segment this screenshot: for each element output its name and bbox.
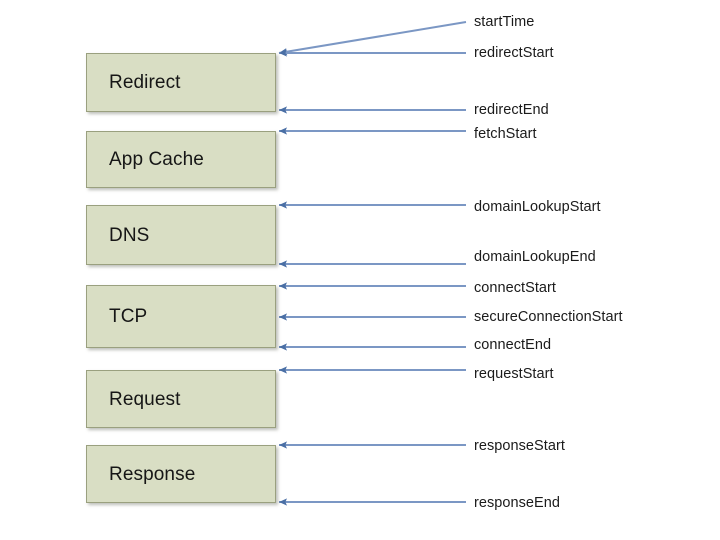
phase-label-dns: DNS [109, 224, 150, 246]
phase-box-response[interactable]: Response [86, 445, 276, 503]
event-label-response-start: responseStart [474, 438, 565, 454]
event-label-redirect-start: redirectStart [474, 45, 554, 61]
phase-box-tcp[interactable]: TCP [86, 285, 276, 348]
event-label-secure-connection-start: secureConnectionStart [474, 309, 623, 325]
phase-label-request: Request [109, 388, 181, 410]
phase-label-app-cache: App Cache [109, 149, 204, 170]
event-label-start-time: startTime [474, 14, 535, 30]
phase-box-app-cache[interactable]: App Cache [86, 131, 276, 188]
event-label-connect-start: connectStart [474, 280, 557, 296]
phase-label-tcp: TCP [109, 306, 148, 327]
phase-box-request[interactable]: Request [86, 370, 276, 428]
connector-start-time [278, 21, 467, 56]
phase-box-redirect[interactable]: Redirect [86, 53, 276, 112]
phase-box-dns[interactable]: DNS [86, 205, 276, 265]
event-label-request-start: requestStart [474, 366, 554, 382]
event-label-fetch-start: fetchStart [474, 126, 537, 142]
event-label-connect-end: connectEnd [474, 337, 552, 353]
event-label-domain-lookup-start: domainLookupStart [474, 199, 601, 215]
event-label-redirect-end: redirectEnd [474, 102, 549, 118]
phase-label-response: Response [109, 463, 196, 485]
event-label-response-end: responseEnd [474, 495, 560, 511]
phase-label-redirect: Redirect [109, 72, 181, 93]
event-label-domain-lookup-end: domainLookupEnd [474, 249, 596, 265]
